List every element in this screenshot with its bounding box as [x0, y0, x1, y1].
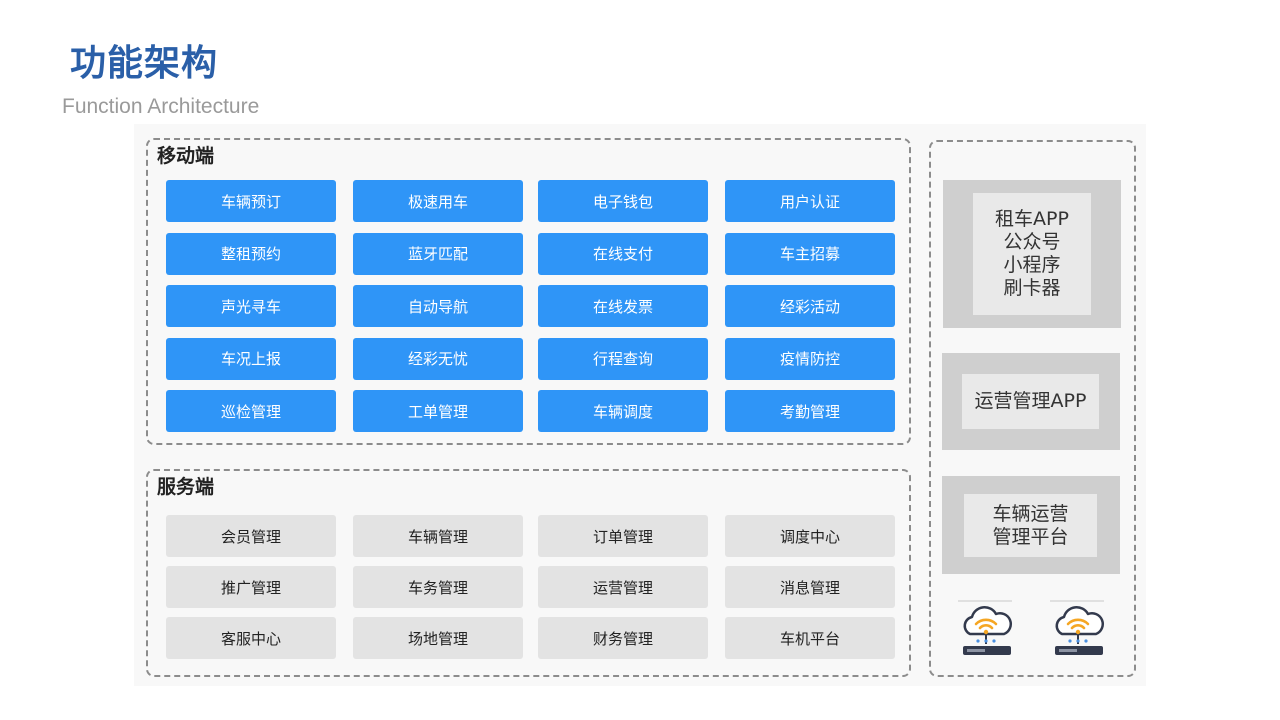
- mobile-function-item: 经彩活动: [725, 285, 895, 327]
- vehicle-platform-label-box: 车辆运营 管理平台: [964, 494, 1097, 557]
- mobile-function-item: 整租预约: [166, 232, 336, 275]
- server-function-item: 消息管理: [725, 566, 895, 608]
- server-function-item: 场地管理: [353, 617, 523, 659]
- mobile-function-item: 在线发票: [538, 285, 708, 327]
- server-function-item: 调度中心: [725, 515, 895, 557]
- mobile-section: [146, 138, 911, 445]
- mobile-function-item: 用户认证: [725, 180, 895, 222]
- server-function-item: 订单管理: [538, 515, 708, 557]
- mobile-function-item: 自动导航: [353, 285, 523, 327]
- mobile-function-item: 行程查询: [538, 337, 708, 380]
- mobile-function-item: 疫情防控: [725, 337, 895, 380]
- cloud-wifi-server-icon: [958, 600, 1013, 655]
- client-app-list: 租车APP 公众号 小程序 刷卡器: [973, 193, 1091, 315]
- server-function-item: 会员管理: [166, 515, 336, 557]
- server-section: [146, 469, 911, 677]
- server-function-item: 财务管理: [538, 617, 708, 659]
- mobile-function-item: 巡检管理: [166, 390, 336, 432]
- mobile-function-item: 极速用车: [353, 180, 523, 222]
- mobile-section-title: 移动端: [157, 145, 215, 167]
- client-app-item: 租车APP: [995, 208, 1069, 230]
- server-section-title: 服务端: [157, 476, 215, 498]
- client-app-item: 小程序: [1003, 254, 1061, 276]
- client-app-item: 公众号: [1003, 231, 1061, 253]
- mobile-function-item: 工单管理: [353, 390, 523, 432]
- page-title: 功能架构: [70, 43, 219, 84]
- mobile-function-item: 电子钱包: [538, 180, 708, 222]
- mobile-function-item: 车况上报: [166, 337, 336, 380]
- vehicle-platform-label: 车辆运营: [992, 502, 1069, 525]
- mobile-function-item: 蓝牙匹配: [353, 232, 523, 275]
- operation-app-label: 运营管理APP: [974, 390, 1087, 412]
- mobile-function-item: 考勤管理: [725, 390, 895, 432]
- mobile-function-item: 在线支付: [538, 232, 708, 275]
- client-platform-column: [929, 140, 1136, 677]
- page-subtitle: Function Architecture: [62, 95, 260, 118]
- mobile-function-item: 声光寻车: [166, 285, 336, 327]
- mobile-function-item: 车辆预订: [166, 180, 336, 222]
- server-function-item: 推广管理: [166, 566, 336, 608]
- cloud-wifi-server-icon: [1050, 600, 1105, 655]
- server-function-item: 车机平台: [725, 617, 895, 659]
- server-function-item: 车辆管理: [353, 515, 523, 557]
- client-app-item: 刷卡器: [1003, 277, 1061, 299]
- server-function-item: 客服中心: [166, 617, 336, 659]
- mobile-function-item: 车主招募: [725, 232, 895, 275]
- operation-app-label-box: 运营管理APP: [962, 374, 1099, 429]
- vehicle-platform-label: 管理平台: [992, 525, 1069, 548]
- mobile-function-item: 经彩无忧: [353, 337, 523, 380]
- server-function-item: 车务管理: [353, 566, 523, 608]
- mobile-function-item: 车辆调度: [538, 390, 708, 432]
- server-function-item: 运营管理: [538, 566, 708, 608]
